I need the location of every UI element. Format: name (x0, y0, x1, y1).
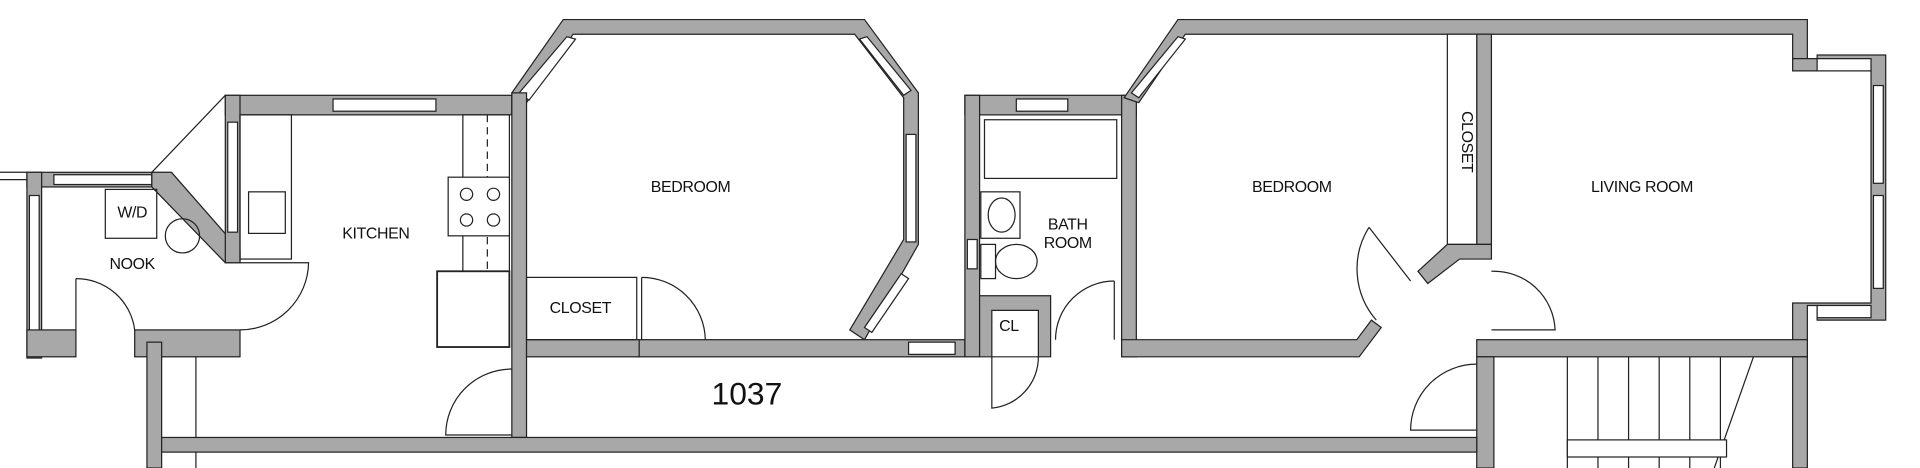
hallway (161, 436, 1478, 453)
closet-right-label: CLOSET (1458, 111, 1475, 173)
closet-left-label: CLOSET (550, 300, 612, 317)
kitchen-label: KITCHEN (342, 225, 409, 242)
nook-room (0, 171, 241, 359)
bathroom-room (964, 94, 1137, 409)
bath-label-line1: BATH (1048, 217, 1088, 234)
kitchen-room (146, 94, 513, 468)
cl-label: CL (999, 318, 1019, 335)
washer-dryer-label: W/D (117, 205, 147, 222)
bedroom-right-room (1121, 18, 1808, 358)
nook-label: NOOK (110, 256, 156, 273)
stairs (1476, 356, 1808, 468)
bedroom-left-room (445, 18, 966, 439)
unit-number: 1037 (712, 375, 783, 411)
bath-label-line2: ROOM (1044, 235, 1092, 252)
living-room (1409, 54, 1887, 431)
bedroom-right-label: BEDROOM (1252, 179, 1332, 196)
bedroom-left-label: BEDROOM (651, 179, 731, 196)
living-room-label: LIVING ROOM (1591, 179, 1693, 196)
